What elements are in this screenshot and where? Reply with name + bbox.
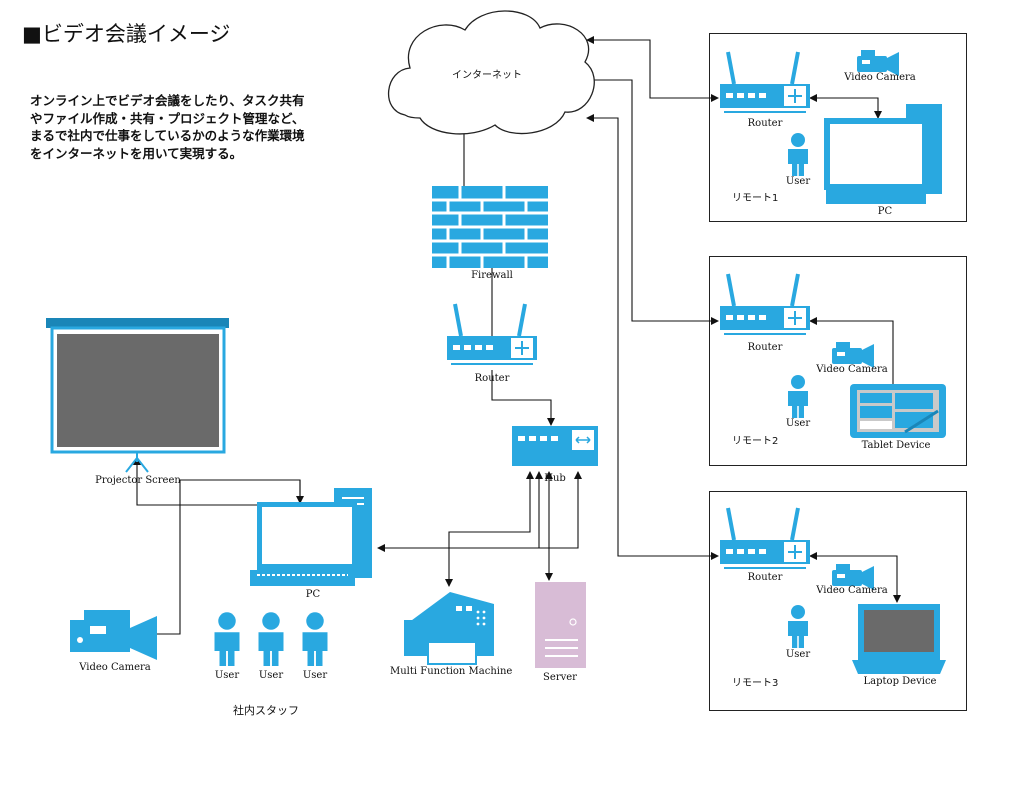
- remote-2-name: リモート2: [732, 436, 779, 447]
- mfp-label: Multi Function Machine: [390, 666, 513, 677]
- remote-1-user-icon: [787, 132, 809, 177]
- remote-3-device-label: Laptop Device: [863, 676, 937, 687]
- remote-2-tablet-icon: [850, 384, 946, 438]
- projector-screen-icon: [46, 318, 229, 473]
- hub-label: Hub: [544, 473, 566, 484]
- remote-1-pc-icon: [824, 104, 942, 204]
- remote-3-camera-label: Video Camera: [816, 585, 888, 596]
- remote-2-user-icon: [787, 374, 809, 419]
- remote-1-device-label: PC: [877, 206, 893, 217]
- core-router-label: Router: [474, 373, 510, 384]
- remote-3-box: [709, 491, 967, 711]
- internet-label: インターネット: [452, 70, 522, 81]
- office-user-icons: [213, 611, 329, 667]
- firewall-label: Firewall: [471, 270, 513, 281]
- server-label: Server: [543, 672, 577, 683]
- office-pc-icon: [250, 488, 372, 586]
- page-title: ■ビデオ会議イメージ: [22, 22, 231, 46]
- office-video-camera-icon: [70, 610, 157, 660]
- remote-3-laptop-icon: [852, 604, 946, 674]
- office-user-label-1: User: [214, 670, 240, 681]
- remote-2-user-label: User: [785, 418, 811, 429]
- remote-3-user-label: User: [785, 649, 811, 660]
- remote-2-camera-label: Video Camera: [816, 364, 888, 375]
- server-icon: [535, 582, 586, 668]
- remote-2-device-label: Tablet Device: [861, 440, 931, 451]
- office-user-label-3: User: [302, 670, 328, 681]
- remote-1-router-icon: [718, 50, 812, 114]
- remote-1-user-label: User: [785, 176, 811, 187]
- office-camera-label: Video Camera: [79, 662, 151, 673]
- remote-3-user-icon: [787, 604, 809, 649]
- remote-3-name: リモート3: [732, 678, 779, 689]
- remote-1-router-label: Router: [747, 118, 783, 129]
- firewall-icon: [432, 186, 548, 268]
- internet-cloud-icon: [388, 10, 595, 135]
- remote-2-router-icon: [718, 272, 812, 336]
- remote-1-name: リモート1: [732, 193, 779, 204]
- remote-2-router-label: Router: [747, 342, 783, 353]
- office-pc-label: PC: [305, 589, 321, 600]
- remote-3-router-icon: [718, 506, 812, 570]
- hub-icon: [512, 426, 598, 466]
- remote-3-router-label: Router: [747, 572, 783, 583]
- multi-function-machine-icon: [404, 592, 494, 665]
- office-user-label-2: User: [258, 670, 284, 681]
- staff-label: 社内スタッフ: [233, 704, 299, 717]
- remote-1-camera-label: Video Camera: [844, 72, 916, 83]
- description-text: オンライン上でビデオ会議をしたり、タスク共有 やファイル作成・共有・プロジェクト…: [30, 93, 305, 161]
- projector-screen-label: Projector Screen: [95, 475, 181, 486]
